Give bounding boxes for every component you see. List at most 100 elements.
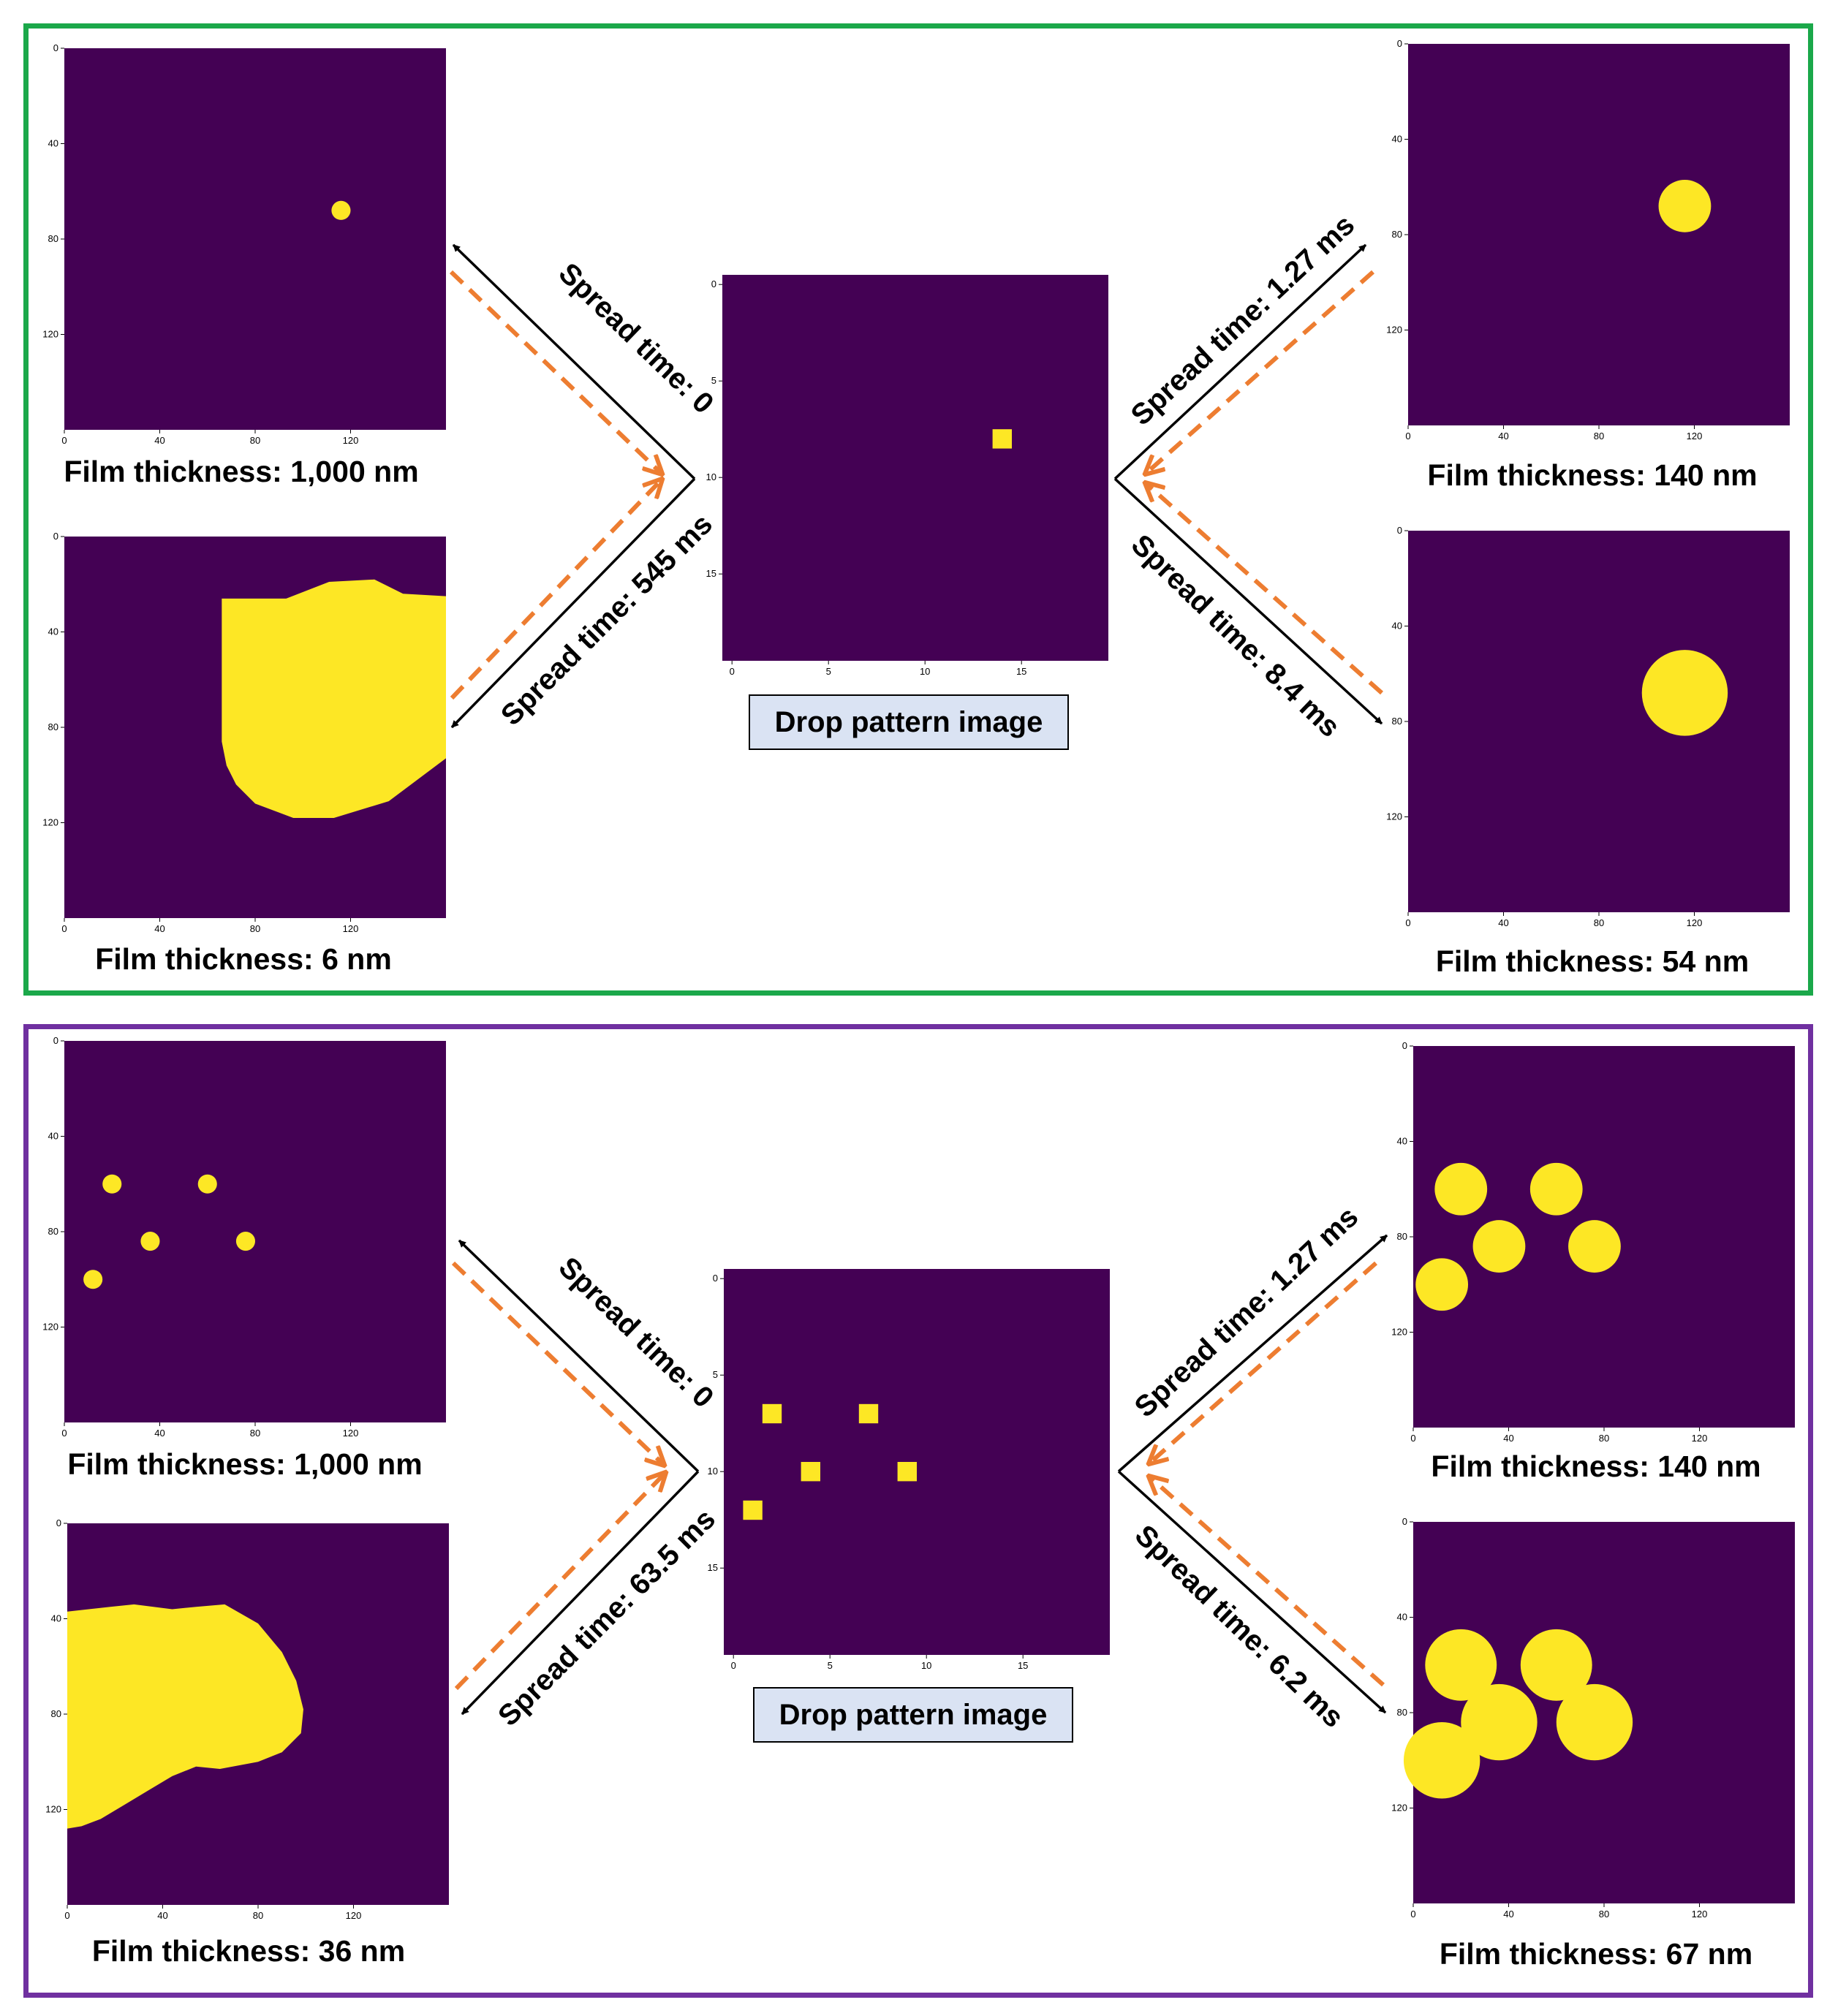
spread-film: [67, 1604, 303, 1829]
y-tick-label: 5: [713, 1369, 718, 1380]
drop-cell-4: [743, 1500, 763, 1520]
y-tick-label: 10: [708, 1466, 718, 1477]
x-tick-label: 5: [828, 1660, 833, 1671]
arrow-b-bottom-left-solid: [461, 1470, 700, 1716]
drops: [83, 1174, 255, 1289]
drop-pattern-label: Drop pattern image: [753, 1687, 1073, 1743]
drop-cells: [992, 429, 1012, 449]
y-tick-label: 0: [1397, 38, 1402, 49]
plot-background: [1408, 531, 1790, 912]
arrow-b-bottom-right-solid: [1117, 1470, 1387, 1714]
blob: [67, 1604, 303, 1829]
drops: [331, 200, 351, 220]
x-tick-label: 0: [64, 1910, 69, 1921]
y-tick-label: 40: [1397, 1136, 1407, 1147]
drop-1: [197, 1174, 217, 1194]
x-tick-label: 10: [920, 666, 930, 677]
y-tick-label: 0: [56, 1517, 61, 1528]
y-tick-label: 120: [1386, 325, 1402, 336]
y-tick-label: 80: [48, 233, 58, 244]
x-tick-label: 80: [1594, 917, 1604, 928]
y-tick-label: 80: [51, 1708, 61, 1719]
arrow-a-top-left-solid: [452, 243, 696, 480]
y-tick-label: 0: [53, 42, 58, 53]
x-tick-label: 40: [154, 1428, 164, 1439]
drop-3: [1556, 1683, 1633, 1761]
arrow-a-top-right-solid: [1113, 243, 1367, 480]
drop-0: [1425, 1629, 1497, 1701]
thickness-b-top-right: Film thickness: 140 nm: [1431, 1450, 1761, 1483]
blob: [222, 579, 446, 918]
arrow-b-top-right-solid: [1117, 1234, 1388, 1473]
drops: [1403, 1629, 1633, 1799]
thickness-b-bottom-left: Film thickness: 36 nm: [91, 1934, 406, 1968]
x-tick-label: 80: [253, 1910, 263, 1921]
drop-3: [235, 1232, 255, 1251]
arrow-b-top-left-dashed: [451, 1261, 664, 1465]
y-tick-label: 40: [48, 138, 58, 149]
x-tick-label: 120: [343, 435, 359, 446]
arrow-a-bottom-left-solid: [450, 477, 696, 729]
y-tick-label: 40: [1392, 621, 1402, 632]
y-tick-label: 80: [1392, 229, 1402, 240]
x-tick-label: 40: [1498, 917, 1508, 928]
x-tick-label: 40: [157, 1910, 167, 1921]
x-tick-label: 0: [731, 1660, 736, 1671]
drop-4: [1403, 1722, 1480, 1799]
y-tick-label: 15: [708, 1562, 718, 1573]
x-tick-label: 40: [1503, 1909, 1513, 1920]
y-tick-label: 15: [706, 568, 716, 579]
thickness-a-top-left: Film thickness: 1,000 nm: [64, 455, 419, 488]
plot-background: [722, 275, 1108, 661]
x-tick-label: 120: [1687, 917, 1703, 928]
drop-0: [1641, 650, 1728, 736]
x-tick-label: 0: [1405, 431, 1410, 442]
y-tick-label: 120: [1391, 1803, 1407, 1814]
y-tick-label: 10: [706, 471, 716, 482]
arrow-a-bottom-right-dashed: [1146, 483, 1383, 695]
arrow-a-bottom-right-solid: [1113, 477, 1383, 725]
x-tick-label: 80: [1594, 431, 1604, 442]
x-tick-label: 40: [154, 923, 164, 934]
drop-4: [1415, 1258, 1469, 1311]
y-tick-label: 5: [711, 375, 716, 386]
spread-film: [222, 579, 446, 918]
drop-pattern-label: Drop pattern image: [749, 694, 1069, 750]
x-tick-label: 120: [1692, 1909, 1708, 1920]
y-tick-label: 0: [1402, 1040, 1407, 1051]
y-tick-label: 0: [713, 1273, 718, 1284]
drop-cell-0: [992, 429, 1012, 449]
y-tick-label: 0: [1397, 525, 1402, 536]
drop-cell-3: [897, 1462, 917, 1482]
x-tick-label: 0: [1405, 917, 1410, 928]
drop-2: [140, 1232, 160, 1251]
drop-cell-0: [762, 1403, 782, 1424]
drop-cells: [743, 1403, 917, 1520]
drop-4: [83, 1270, 103, 1289]
x-tick-label: 120: [1687, 431, 1703, 442]
x-tick-label: 0: [1410, 1909, 1415, 1920]
arrow-a-top-left-dashed: [449, 270, 662, 474]
thickness-b-top-left: Film thickness: 1,000 nm: [67, 1447, 423, 1481]
y-tick-label: 40: [1392, 134, 1402, 145]
drop-cell-2: [801, 1462, 820, 1482]
drop-cell-1: [858, 1403, 879, 1424]
thickness-b-bottom-right: Film thickness: 67 nm: [1439, 1937, 1753, 1971]
y-tick-label: 120: [45, 1804, 61, 1815]
y-tick-label: 120: [42, 329, 58, 340]
arrow-b-bottom-right-dashed: [1149, 1477, 1385, 1687]
